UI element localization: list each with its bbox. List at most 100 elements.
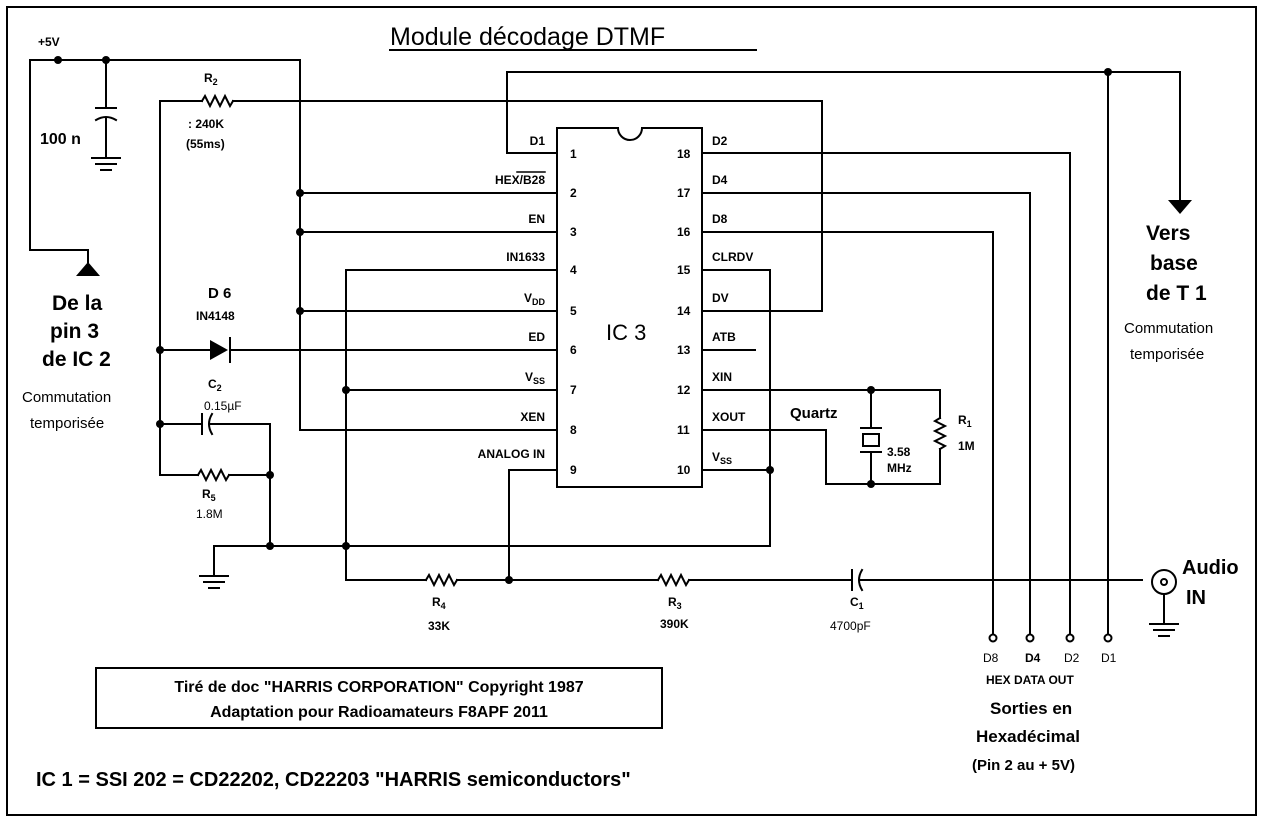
- ic3-name: IC 3: [606, 320, 646, 345]
- r2-value: : 240K: [188, 117, 224, 131]
- out-label-d8: D8: [983, 651, 999, 665]
- pin-label-1: D1: [530, 134, 546, 148]
- pin-num-7: 7: [570, 383, 577, 397]
- to-note-1: Commutation: [1124, 320, 1213, 337]
- audio-input-path: [345, 469, 1143, 592]
- sorties-line-2: Hexadécimal: [976, 727, 1080, 746]
- pin-num-18: 18: [677, 147, 691, 161]
- pin-label-12: XIN: [712, 370, 732, 384]
- footer-note: IC 1 = SSI 202 = CD22202, CD22203 "HARRI…: [36, 769, 631, 791]
- pin-num-9: 9: [570, 463, 577, 477]
- c1-name: C1: [850, 595, 864, 611]
- c2-value: 0.15µF: [204, 399, 242, 413]
- pin-label-4: IN1633: [506, 250, 545, 264]
- r2-name: R2: [204, 71, 218, 87]
- supply-rail: +5V: [29, 35, 301, 431]
- pin-num-1: 1: [570, 147, 577, 161]
- timing-network: [159, 412, 771, 589]
- audio-label-1: Audio: [1182, 557, 1239, 579]
- quartz-freq-1: 3.58: [887, 445, 911, 459]
- audio-jack: [1149, 569, 1179, 637]
- to-line-2: base: [1150, 252, 1198, 275]
- r5-value: 1.8M: [196, 507, 223, 521]
- r3-name: R3: [668, 595, 682, 611]
- pin-label-5: VDD: [524, 291, 546, 307]
- diagram-title: Module décodage DTMF: [390, 23, 665, 51]
- pin-num-2: 2: [570, 186, 577, 200]
- c100n-label: 100 n: [40, 131, 81, 148]
- pin-label-13: ATB: [712, 330, 736, 344]
- c2-name: C2: [208, 377, 222, 393]
- ic3-chip: IC 3: [556, 127, 703, 488]
- input-arrow: [76, 262, 100, 276]
- quartz-crystal: [825, 389, 948, 485]
- pin-label-7: VSS: [525, 370, 545, 386]
- pin-num-16: 16: [677, 225, 691, 239]
- junction-dots: [54, 56, 1112, 584]
- from-note-1: Commutation: [22, 389, 111, 406]
- hex-data-out-label: HEX DATA OUT: [986, 673, 1074, 687]
- d6-diode: [159, 337, 558, 363]
- to-line-3: de T 1: [1146, 282, 1207, 305]
- quartz-label: Quartz: [790, 405, 838, 422]
- pin-label-11: XOUT: [712, 410, 746, 424]
- diagram-frame: [6, 6, 1257, 816]
- pin-label-15: CLRDV: [712, 250, 753, 264]
- pin-num-6: 6: [570, 343, 577, 357]
- sorties-line-1: Sorties en: [990, 699, 1072, 718]
- pin-num-10: 10: [677, 463, 691, 477]
- credits-box: [95, 667, 663, 729]
- pin-num-17: 17: [677, 186, 691, 200]
- supply-label: +5V: [38, 35, 60, 49]
- output-arrow: [1168, 200, 1192, 214]
- ic-right-pins: [701, 152, 1071, 471]
- r1-value: 1M: [958, 439, 975, 453]
- output-terminals: [988, 633, 1113, 643]
- out-label-d1: D1: [1101, 651, 1117, 665]
- out-label-d2: D2: [1064, 651, 1080, 665]
- pin-label-6: ED: [528, 330, 545, 344]
- credits-line-2: Adaptation pour Radioamateurs F8APF 2011: [210, 704, 548, 721]
- r3-value: 390K: [660, 617, 689, 631]
- r2-note: (55ms): [186, 137, 225, 151]
- pin-label-18: D2: [712, 134, 728, 148]
- c1-value: 4700pF: [830, 619, 871, 633]
- pin-num-12: 12: [677, 383, 691, 397]
- ic-left-pins: [299, 152, 558, 471]
- out-label-d4: D4: [1025, 651, 1041, 665]
- from-line-1: De la: [52, 292, 103, 315]
- quartz-freq-2: MHz: [887, 461, 912, 475]
- sorties-line-3: (Pin 2 au + 5V): [972, 757, 1075, 774]
- pin-num-15: 15: [677, 263, 691, 277]
- pin-label-17: D4: [712, 173, 728, 187]
- to-line-1: Vers: [1146, 222, 1190, 245]
- d1-route: [506, 71, 1192, 636]
- pin-label-3: EN: [528, 212, 545, 226]
- from-line-3: de IC 2: [42, 348, 111, 371]
- d6-type: IN4148: [196, 309, 235, 323]
- pin-num-13: 13: [677, 343, 691, 357]
- pin-num-14: 14: [677, 304, 691, 318]
- pin-label-8: XEN: [520, 410, 545, 424]
- output-bus: [992, 152, 1071, 636]
- pin-label-14: DV: [712, 291, 729, 305]
- pin-label-9: ANALOG IN: [478, 447, 545, 461]
- from-note-2: temporisée: [30, 415, 104, 432]
- d6-name: D 6: [208, 285, 231, 302]
- pin-label-10: VSS: [712, 450, 732, 466]
- pin-num-11: 11: [677, 423, 690, 437]
- r4-value: 33K: [428, 619, 450, 633]
- r4-name: R4: [432, 595, 446, 611]
- from-line-2: pin 3: [50, 320, 99, 343]
- audio-label-2: IN: [1186, 587, 1206, 609]
- r2-route: [159, 93, 823, 476]
- to-note-2: temporisée: [1130, 346, 1204, 363]
- pin-num-8: 8: [570, 423, 577, 437]
- pin-label-2: HEX/B28: [495, 173, 545, 187]
- r5-name: R5: [202, 487, 216, 503]
- pin-num-3: 3: [570, 225, 577, 239]
- pin-num-4: 4: [570, 263, 577, 277]
- r1-name: R1: [958, 413, 972, 429]
- pin-label-16: D8: [712, 212, 728, 226]
